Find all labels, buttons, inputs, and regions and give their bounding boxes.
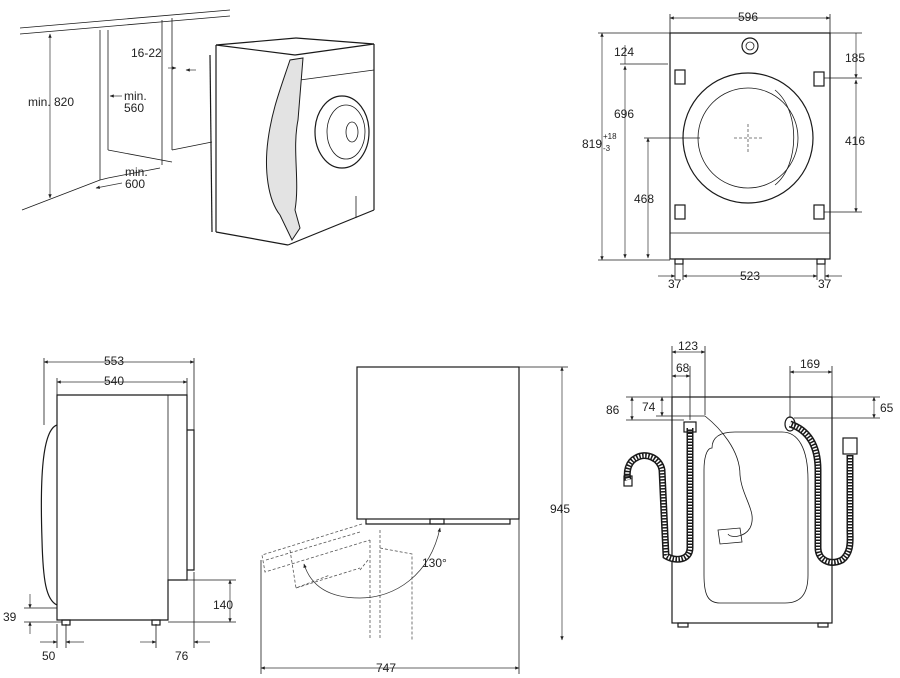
front-foot-left-label: 37	[668, 277, 682, 291]
drain-hose-icon	[623, 421, 697, 563]
front-view: 596 124 185 416 696 819 +18 -3 468	[582, 10, 865, 291]
installation-height-label: min. 820	[28, 95, 74, 109]
side-rear-offset-label: 76	[175, 649, 189, 663]
program-knob-icon	[741, 37, 759, 55]
door-angle-label: 130°	[422, 556, 447, 570]
door-clearance-label: 747	[376, 661, 396, 675]
rear-right-side-label: 65	[880, 401, 894, 415]
front-low-left-label: 468	[634, 192, 654, 206]
front-tolerance-minus: -3	[603, 144, 611, 153]
rear-left-side-label: 86	[606, 403, 620, 417]
rear-left-small-label: 74	[642, 400, 656, 414]
installation-depth-label-1: min.	[125, 165, 148, 179]
front-foot-span-label: 523	[740, 269, 760, 283]
installation-view: min. 820 16-22 min. 560 min. 600	[19, 9, 375, 246]
front-door-inner	[697, 87, 799, 189]
front-foot-right-label: 37	[818, 277, 832, 291]
front-height-total-label: 819	[582, 137, 602, 151]
door-height-label: 945	[550, 502, 570, 516]
front-height-main-label: 696	[614, 107, 634, 121]
side-depth-total-label: 553	[104, 354, 124, 368]
power-cable	[704, 415, 753, 537]
door-outer	[314, 95, 370, 169]
rear-view: 123 68 169 86 74 65	[606, 339, 894, 628]
side-view: 553 540 39 140 50 76	[3, 354, 236, 663]
depth-arrow	[95, 182, 123, 189]
side-depth-body-label: 540	[104, 374, 124, 388]
installation-gap-label: 16-22	[131, 46, 162, 60]
front-mid-right-label: 416	[845, 134, 865, 148]
door-opening-view: 130° 945 747	[260, 366, 570, 675]
door-cabinet	[356, 366, 520, 520]
rear-access-panel	[703, 431, 809, 604]
inlet-hose-icon	[784, 416, 858, 566]
rear-left-inner-label: 68	[676, 361, 690, 375]
door-inner	[326, 104, 366, 160]
rear-left-top-label: 123	[678, 339, 698, 353]
installation-width-label-1: min.	[124, 89, 147, 103]
side-foot-height-label: 39	[3, 610, 17, 624]
side-foot-offset-label: 50	[42, 649, 56, 663]
front-top-offset-label: 124	[614, 45, 634, 59]
front-body	[669, 32, 831, 260]
rear-right-top-label: 169	[800, 357, 820, 371]
front-width-label: 596	[738, 10, 758, 24]
installation-depth-label-2: 600	[125, 177, 145, 191]
side-body	[56, 394, 188, 621]
rear-body	[671, 396, 833, 624]
front-top-right-label: 185	[845, 51, 865, 65]
installation-width-label-2: 560	[124, 101, 144, 115]
side-step-height-label: 140	[213, 598, 233, 612]
front-tolerance-plus: +18	[603, 132, 617, 141]
machine-isometric	[209, 37, 375, 246]
